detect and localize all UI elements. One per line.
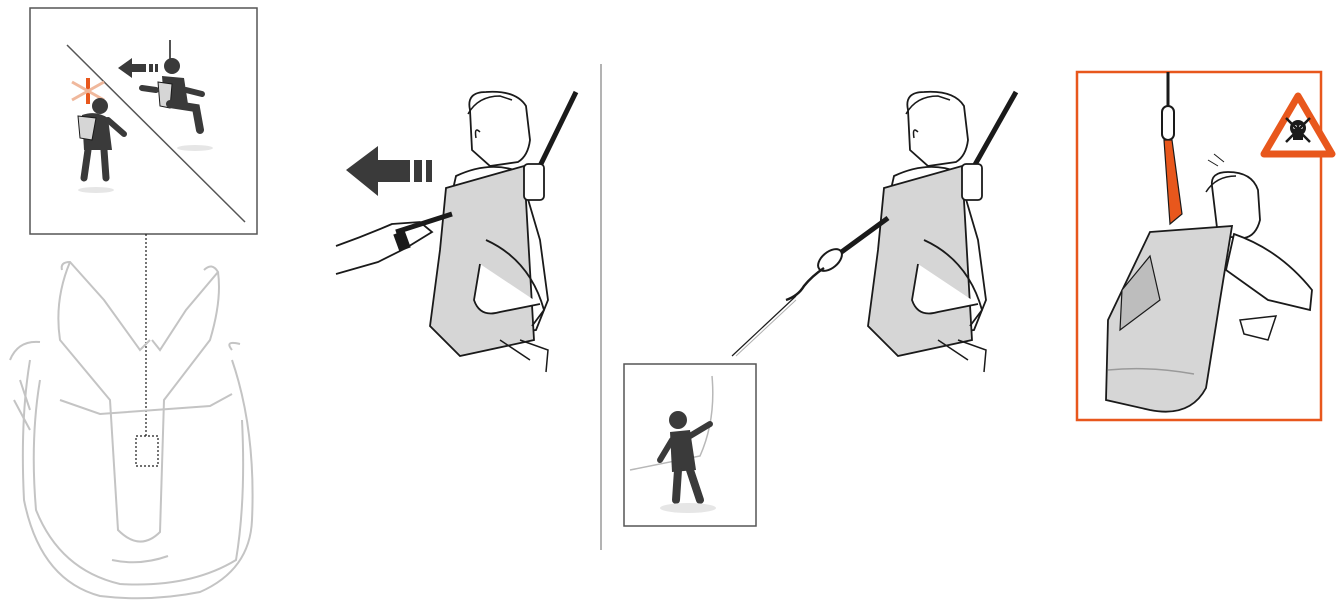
- warning-panel: [1077, 72, 1332, 420]
- overview-panel: [10, 8, 257, 598]
- rope-knot: [786, 268, 824, 300]
- seated-person-profile: [430, 92, 548, 372]
- pull-release-arrow-icon: [346, 146, 432, 196]
- hand-pulling-strap: [336, 214, 452, 274]
- lowering-panel: [624, 92, 1016, 526]
- rescue-seat-harness: [10, 262, 253, 598]
- carabiner-icon: [1162, 106, 1174, 140]
- pull-release-panel: [336, 92, 576, 372]
- seated-person-profile-lowering: [868, 92, 986, 372]
